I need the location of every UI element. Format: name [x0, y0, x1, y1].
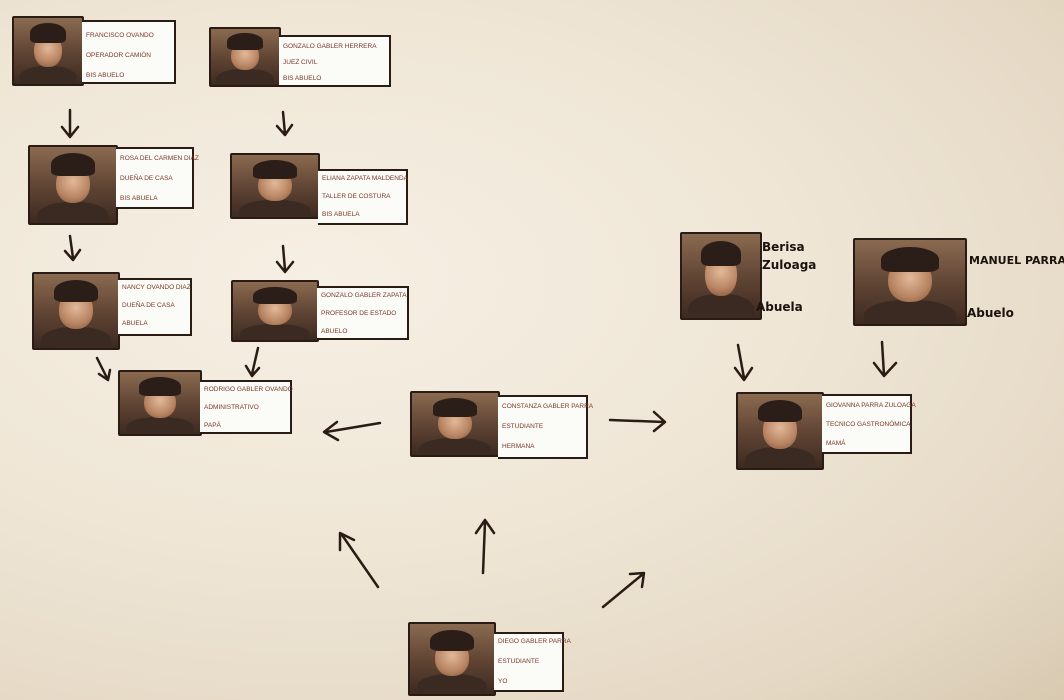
arrow: [338, 531, 380, 589]
member-name: FRANCISCO OVANDO: [86, 32, 154, 39]
member-relation: PAPÁ: [204, 422, 221, 429]
portrait-photo: [408, 622, 496, 696]
portrait-photo: [736, 392, 824, 470]
name-tag: GONZALO GABLER ZAPATA PROFESOR DE ESTADO…: [317, 286, 409, 340]
name-tag: DIEGO GABLER PARRA ESTUDIANTE YO: [494, 632, 571, 692]
handwritten-name: MANUEL PARRA: [969, 254, 1064, 267]
portrait-photo: [118, 370, 202, 436]
member-relation: BIS ABUELA: [322, 211, 360, 218]
arrow: [95, 356, 112, 382]
member-occupation: ESTUDIANTE: [502, 423, 544, 430]
handwritten-name: Zuloaga: [762, 258, 817, 272]
member-relation: ABUELA: [122, 320, 148, 327]
portrait-photo: [12, 16, 84, 86]
portrait-photo: [230, 153, 320, 219]
member-occupation: ESTUDIANTE: [498, 658, 540, 665]
member-relation: BIS ABUELA: [120, 195, 158, 202]
member-relation: MAMÁ: [826, 440, 846, 447]
arrow: [63, 234, 82, 262]
member-occupation: TECNICO GASTRONÓMICA: [826, 421, 911, 428]
member-relation: BIS ABUELO: [86, 72, 125, 79]
arrow: [60, 108, 80, 139]
member-name: GONZALO GABLER ZAPATA: [321, 292, 407, 299]
name-tag: CONSTANZA GABLER PARRA ESTUDIANTE HERMAN…: [498, 395, 593, 459]
arrow: [322, 420, 382, 442]
member-occupation: ADMINISTRATIVO: [204, 404, 259, 411]
member-relation: HERMANA: [502, 443, 535, 450]
member-occupation: JUEZ CIVIL: [283, 59, 318, 66]
portrait-photo: [680, 232, 762, 320]
name-tag: FRANCISCO OVANDO OPERADOR CAMIÓN BIS ABU…: [82, 20, 176, 84]
arrow: [275, 244, 295, 274]
portrait-photo: [410, 391, 500, 457]
arrow: [244, 346, 261, 378]
member-name: GIOVANNA PARRA ZULOAGA: [826, 402, 916, 409]
handwritten-name: Berisa: [762, 240, 805, 254]
member-occupation: OPERADOR CAMIÓN: [86, 52, 152, 59]
member-relation: BIS ABUELO: [283, 75, 322, 82]
member-name: ROSA DEL CARMEN DIAZ: [120, 155, 199, 162]
member-occupation: DUEÑA DE CASA: [120, 175, 173, 182]
portrait-photo: [231, 280, 319, 342]
arrow: [872, 340, 898, 378]
name-tag: ELIANA ZAPATA MALDENDA TALLER DE COSTURA…: [318, 169, 408, 225]
member-relation: ABUELO: [321, 328, 348, 335]
member-name: DIEGO GABLER PARRA: [498, 638, 571, 645]
member-occupation: PROFESOR DE ESTADO: [321, 310, 397, 317]
handwritten-relation: Abuelo: [967, 306, 1014, 320]
portrait-photo: [28, 145, 118, 225]
name-tag: GIOVANNA PARRA ZULOAGA TECNICO GASTRONÓM…: [822, 394, 916, 454]
arrow: [474, 518, 496, 575]
name-tag: GONZALO GABLER HERRERA JUEZ CIVIL BIS AB…: [279, 35, 391, 87]
member-name: RODRIGO GABLER OVANDO: [204, 386, 293, 393]
member-occupation: TALLER DE COSTURA: [322, 193, 391, 200]
arrow: [275, 110, 294, 137]
portrait-photo: [32, 272, 120, 350]
name-tag: ROSA DEL CARMEN DIAZ DUEÑA DE CASA BIS A…: [116, 147, 199, 209]
member-relation: YO: [498, 678, 508, 685]
arrow: [733, 343, 754, 382]
name-tag: RODRIGO GABLER OVANDO ADMINISTRATIVO PAP…: [200, 380, 293, 434]
portrait-photo: [853, 238, 967, 326]
arrow: [608, 410, 667, 433]
handwritten-relation: Abuela: [756, 300, 803, 314]
name-tag: NANCY OVANDO DIAZ DUEÑA DE CASA ABUELA: [118, 278, 192, 336]
member-occupation: DUEÑA DE CASA: [122, 302, 175, 309]
member-name: ELIANA ZAPATA MALDENDA: [322, 175, 408, 182]
arrow: [601, 571, 646, 609]
member-name: NANCY OVANDO DIAZ: [122, 284, 191, 291]
member-name: CONSTANZA GABLER PARRA: [502, 403, 594, 410]
member-name: GONZALO GABLER HERRERA: [283, 43, 377, 50]
portrait-photo: [209, 27, 281, 87]
